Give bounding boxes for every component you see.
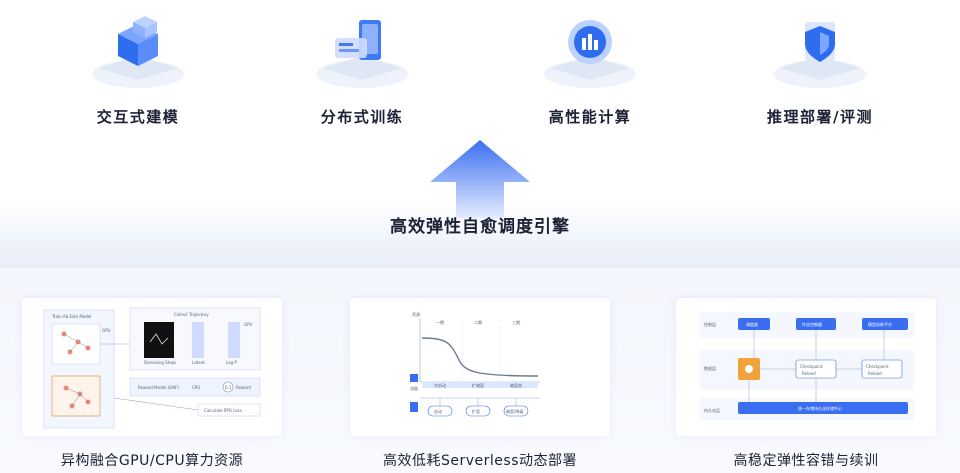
control-box-label: 作业控制器 [802,321,822,327]
load-curve [421,337,539,377]
rl-pipeline-diagram: Train Ab Eidn Model GPU Collect Trajecto… [43,307,261,429]
control-box-label: 模型训练平台 [868,321,892,327]
up-arrow-icon [430,140,530,218]
legend-swatch [410,374,418,382]
reward-model-label: Reward Model (GNF) [138,385,179,390]
card-caption: 高效低耗Serverless动态部署 [382,453,577,469]
stage-label: 冷启动 [434,382,446,388]
action-label: 缩容/降级 [506,408,523,414]
row-label: 持久化层 [704,407,720,413]
phone-card-icon [316,20,408,88]
gpu-label: GPU [102,328,111,333]
card-serverless: 资源 一期 二期 三期 流量 冷启动 扩缩容 缩容态 启动 [350,298,610,436]
train-label: Train Ab Eidn Model [51,314,91,319]
phase-label: 三期 [512,319,520,325]
sum-label: 0.1 [225,385,232,390]
feature-label: 高性能计算 [548,108,632,126]
feature-hpc: 高性能计算 [490,0,690,140]
feature-label: 分布式训练 [320,108,404,126]
action-label: 启动 [434,408,442,414]
latent-label: Latent [192,360,205,365]
phase-label: 二期 [474,319,482,325]
fault-tolerance-diagram: 控制层 数据层 持久化层 调度器 作业控制器 模型训练平台 Checkpoint… [700,312,914,420]
stage-label: 缩容态 [510,382,522,388]
denoise-preview [144,322,174,358]
gauge-chart-icon [544,20,636,88]
scheduling-engine-label: 高效弹性自愈调度引擎 [390,217,570,237]
cube-stack-icon [92,16,184,88]
card-caption: 异构融合GPU/CPU算力资源 [60,453,244,469]
storage-label: 统一存储持久化存储中心 [798,405,842,411]
feature-inference-eval: 推理部署/评测 [720,0,920,140]
shield-doc-icon [774,22,866,88]
phase-label: 一期 [436,319,444,325]
feature-label: 交互式建模 [96,108,180,126]
row-label: 控制层 [704,321,716,327]
denoise-label: Denoising Steps [144,360,176,365]
feature-label: 推理部署/评测 [767,108,873,126]
row-label: 数据层 [704,365,716,371]
collect-label: Collect Trajectory [174,312,209,317]
card-heterogeneous: Train Ab Eidn Model GPU Collect Trajecto… [22,298,282,436]
logp-label: Log P [226,360,237,365]
serverless-diagram: 资源 一期 二期 三期 流量 冷启动 扩缩容 缩容态 启动 [410,311,540,417]
card-fault-tolerance: 控制层 数据层 持久化层 调度器 作业控制器 模型训练平台 Checkpoint… [676,298,936,436]
card-caption: 高稳定弹性容错与续训 [733,453,879,469]
checkpoint-label: Checkpoint [800,364,823,369]
gpu2-label: GPU [244,322,253,327]
reward-label: Reward [236,385,251,390]
feature-distributed-training: 分布式训练 [262,0,462,140]
control-box-label: 调度器 [746,321,758,327]
checkpoint-sub: Reload [868,371,882,376]
feature-interactive-modeling: 交互式建模 [38,0,238,140]
checkpoint-sub: Reload [802,371,816,376]
checkpoint-label: Checkpoint [866,364,889,369]
y-axis-label: 资源 [412,311,420,317]
stage-label: 扩缩容 [472,382,484,388]
action-label: 扩容 [472,408,480,414]
legend-label: 流量 [410,385,418,391]
ppo-label: Calculate PPO Loss [204,408,242,413]
cpu-label: CPU [192,385,200,390]
